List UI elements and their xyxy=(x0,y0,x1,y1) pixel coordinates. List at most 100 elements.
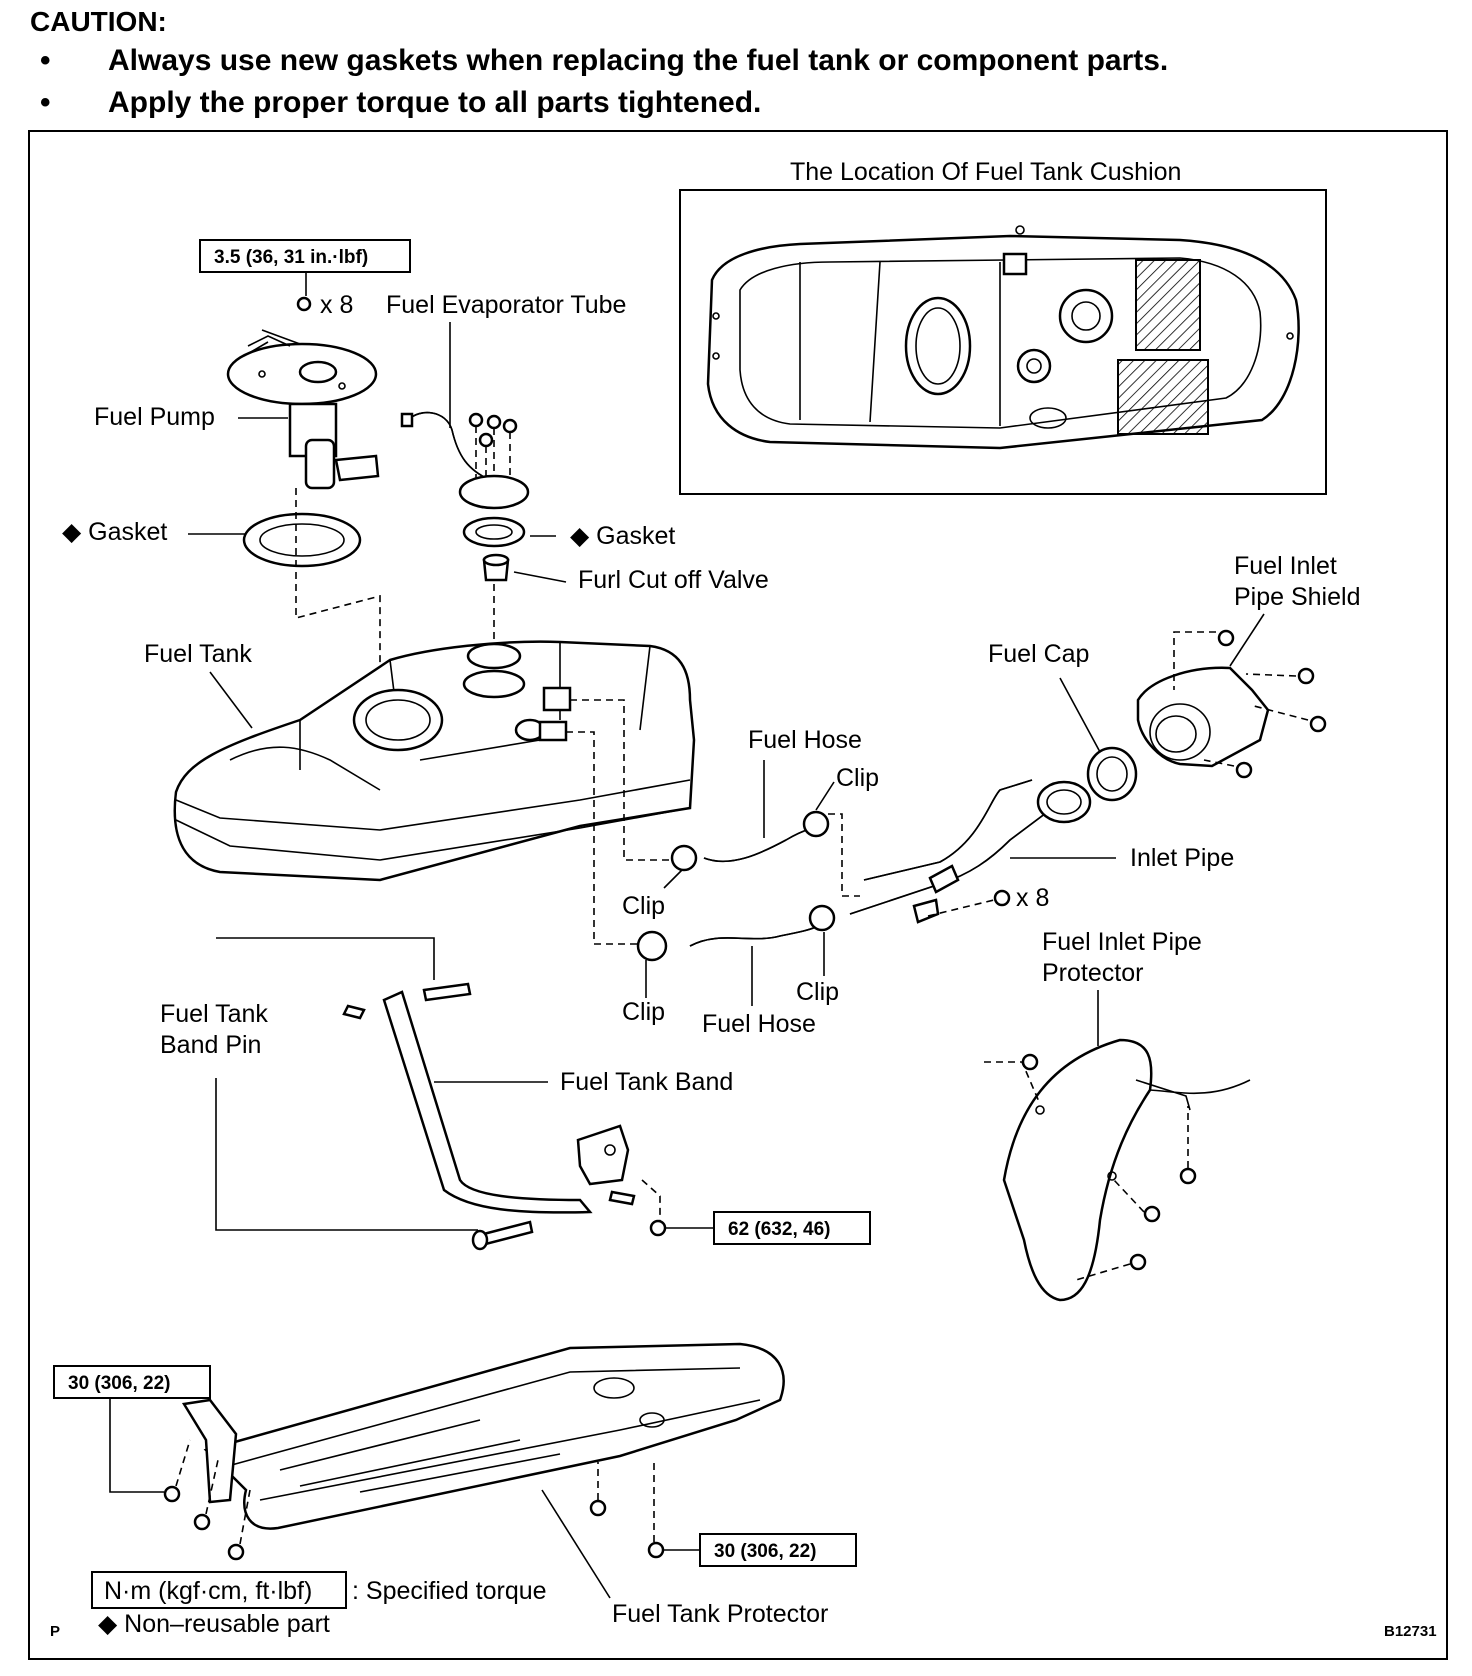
protector-bolt-dashes xyxy=(984,1061,1189,1281)
legend-unit-box xyxy=(91,1571,347,1609)
evaporator-tube-core xyxy=(407,411,491,481)
leader-line xyxy=(109,1398,164,1493)
shield-bolt-dashes xyxy=(1173,631,1309,767)
torque-value-protector-right: 30 (306, 22) xyxy=(714,1541,816,1562)
inset-pump-opening xyxy=(904,296,972,396)
sender-bolt-icon xyxy=(468,412,484,428)
label-fuel-pump: Fuel Pump xyxy=(94,403,215,431)
clip-lower-right-part xyxy=(808,904,836,932)
cut-off-valve-top xyxy=(482,553,510,567)
protector-bolt-icon xyxy=(647,1541,665,1559)
torque-box-protector-right xyxy=(699,1533,857,1567)
inset-cushion-lower xyxy=(1117,359,1209,435)
band-clip-pin xyxy=(342,1004,366,1020)
protector-bolt-icon xyxy=(163,1485,181,1503)
shield-bolt-icon xyxy=(1235,761,1253,779)
label-fuel-tank: Fuel Tank xyxy=(144,640,252,668)
tank-sender-opening xyxy=(462,669,526,699)
label-inlet-pipe-protector-1: Fuel Inlet Pipe xyxy=(1042,928,1202,956)
inlet-pipe-protector-part xyxy=(1002,1038,1251,1302)
inset-mount-hole xyxy=(712,352,720,360)
leader-line xyxy=(1059,677,1101,753)
port-upper-dash xyxy=(570,699,670,861)
leader-line xyxy=(513,571,567,583)
fuel-tank-protector-part xyxy=(181,1342,785,1530)
protector-bolt-icon xyxy=(1143,1205,1161,1223)
label-fuel-tank-protector: Fuel Tank Protector xyxy=(612,1600,828,1628)
label-fuel-tank-band: Fuel Tank Band xyxy=(560,1068,733,1096)
fuel-hose-lower-part xyxy=(689,925,819,947)
caution-text-torque: Apply the proper torque to all parts tig… xyxy=(108,86,762,119)
legend-unit-desc: : Specified torque xyxy=(352,1577,547,1605)
inset-title: The Location Of Fuel Tank Cushion xyxy=(790,158,1181,186)
fuel-cap-grip xyxy=(1096,756,1128,792)
leader-line xyxy=(1229,613,1265,667)
fuel-hose-upper-core xyxy=(703,827,813,863)
torque-box-band xyxy=(713,1211,871,1245)
figure-id: B12731 xyxy=(1384,1623,1437,1640)
label-clip-upper-left: Clip xyxy=(622,892,665,920)
label-band-pin-1: Fuel Tank xyxy=(160,1000,268,1028)
inset-pump-opening-inner xyxy=(915,307,961,385)
fuel-pump-part xyxy=(226,329,380,490)
tank-seam xyxy=(175,779,691,831)
label-gasket-right: ◆ Gasket xyxy=(570,522,675,550)
leader-line xyxy=(541,1489,611,1599)
legend-unit-text: N·m (kgf·cm, ft·lbf) xyxy=(104,1577,312,1605)
gasket-left-part xyxy=(242,512,362,568)
inlet-bolt-icon xyxy=(993,889,1011,907)
sender-bolt-icon xyxy=(502,418,518,434)
label-clip-lower-left: Clip xyxy=(622,998,665,1026)
band-pin-head xyxy=(471,1229,489,1251)
protector-bolt-dashes xyxy=(597,1460,655,1542)
tank-pump-opening xyxy=(352,688,444,752)
inset-port-inner xyxy=(1026,358,1042,374)
inlet-bolt-count: x 8 xyxy=(1016,884,1049,912)
inset-ribs xyxy=(799,261,1001,426)
pump-motor xyxy=(304,438,336,490)
inset-box xyxy=(679,189,1327,495)
protector-bolt-icon xyxy=(227,1543,245,1561)
label-clip-lower-right: Clip xyxy=(796,978,839,1006)
inset-drain xyxy=(1029,407,1067,429)
inset-valve-opening xyxy=(1058,288,1114,344)
label-fuel-hose-lower: Fuel Hose xyxy=(702,1010,816,1038)
protector-bolt-icon xyxy=(1021,1053,1039,1071)
label-inlet-pipe-protector-2: Protector xyxy=(1042,959,1143,987)
label-fuel-hose-upper: Fuel Hose xyxy=(748,726,862,754)
sender-bolt-icon xyxy=(486,414,502,430)
label-fuel-cap: Fuel Cap xyxy=(988,640,1089,668)
pump-outlet xyxy=(298,360,338,384)
pump-wires xyxy=(243,329,301,357)
pump-bolt-count: x 8 xyxy=(320,291,353,319)
pump-sender-arm xyxy=(334,454,380,482)
pump-alignment-line xyxy=(295,488,381,700)
inlet-pipe-part xyxy=(849,779,1092,924)
shield-bolt-icon xyxy=(1217,629,1235,647)
bracket-hole xyxy=(604,1144,616,1156)
inset-top-tab xyxy=(1002,252,1028,276)
inset-valve-opening-inner xyxy=(1071,301,1101,331)
tank-flange xyxy=(175,807,691,861)
cushion-location-inset: The Location Of Fuel Tank Cushion xyxy=(679,158,1327,495)
sender-plate-part xyxy=(458,474,530,510)
sender-bolt-dashes xyxy=(475,426,511,482)
bracket-bolt-icon xyxy=(649,1219,667,1237)
protector-bolt-icon xyxy=(193,1513,211,1531)
sender-bolt-icon xyxy=(478,432,494,448)
clip-upper-right-part xyxy=(802,810,830,838)
bullet-glyph: • xyxy=(40,44,51,77)
clip-upper-left-part xyxy=(670,844,698,872)
leader-line xyxy=(663,869,683,889)
label-inlet-pipe-shield-1: Fuel Inlet xyxy=(1234,552,1337,580)
torque-value-pump: 3.5 (36, 31 in.·lbf) xyxy=(214,247,368,268)
caution-text-gaskets: Always use new gaskets when replacing th… xyxy=(108,44,1169,77)
label-cut-off-valve: Furl Cut off Valve xyxy=(578,566,769,594)
footer-left-mark: P xyxy=(50,1623,60,1640)
shield-bolt-icon xyxy=(1297,667,1315,685)
tank-port-upper xyxy=(542,686,572,712)
leader-line xyxy=(209,671,253,729)
inset-mount-hole xyxy=(1015,225,1025,235)
pump-bolt-icon xyxy=(296,296,312,312)
